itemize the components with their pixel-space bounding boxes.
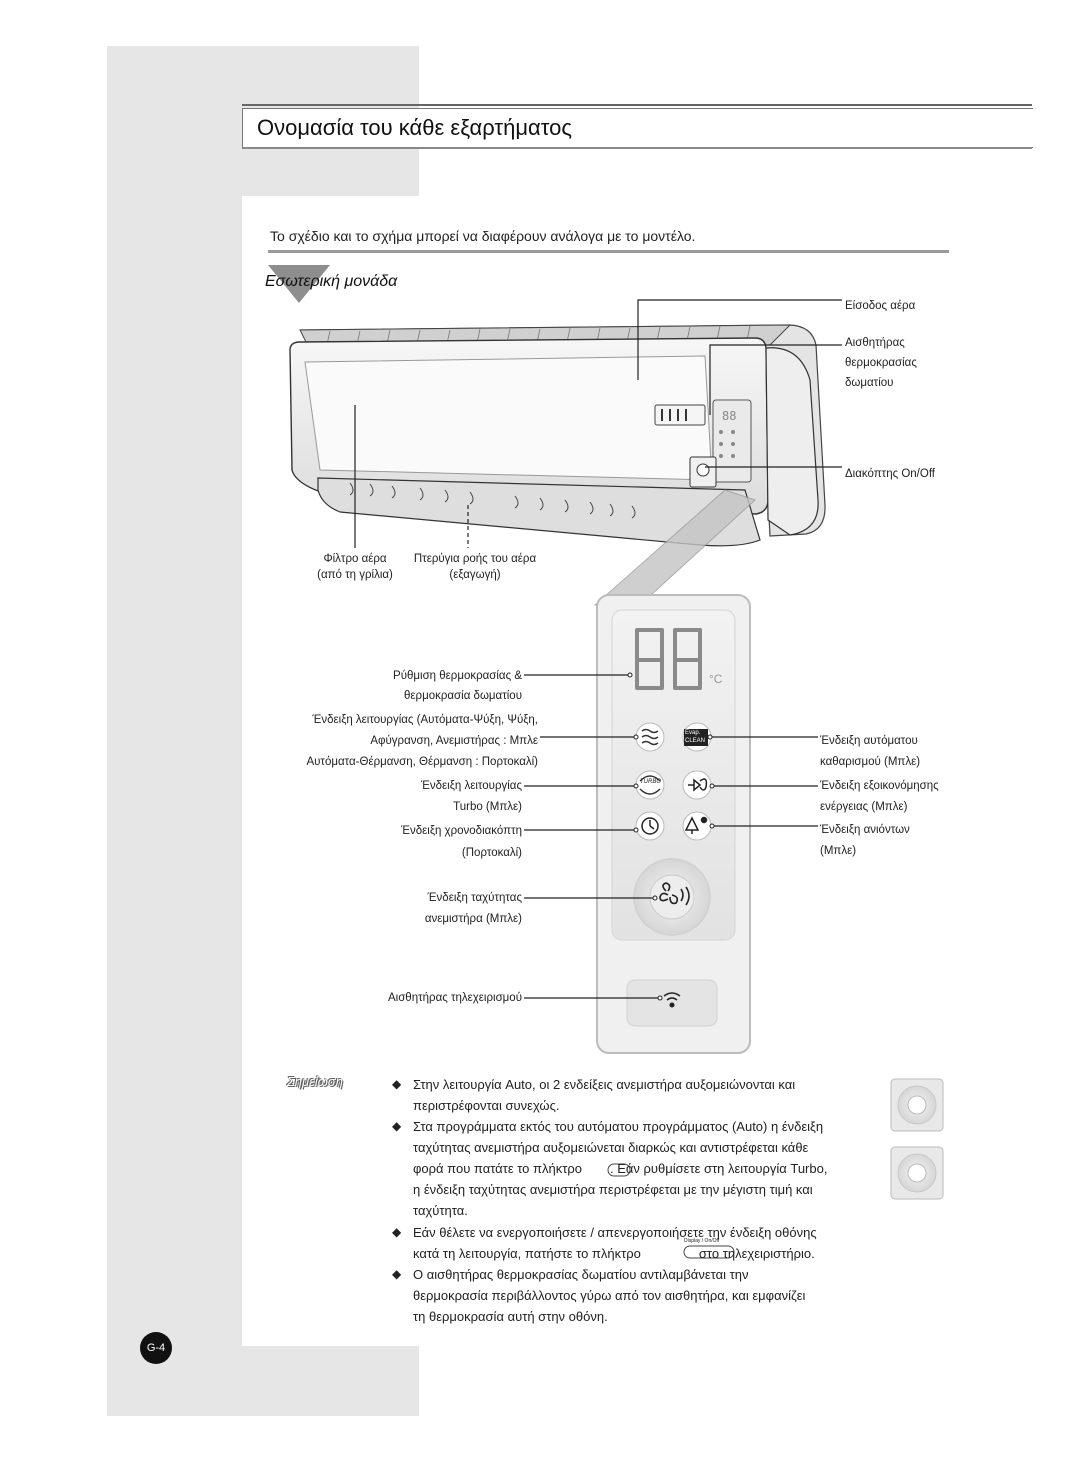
subtitle-note: Το σχέδιο και το σχήμα μπορεί να διαφέρο…: [270, 228, 696, 244]
label-fan-indicator: Ένδειξη ταχύτητας ανεμιστήρα (Μπλε): [424, 892, 522, 925]
display-button-caption: Display / On/Off: [684, 1238, 720, 1244]
label-temp-setting: Ρύθμιση θερμοκρασίας & θερμοκρασία δωματ…: [393, 670, 522, 702]
section-triangle: [268, 265, 330, 303]
label-ion: Ένδειξη ανιόντων (Μπλε): [820, 824, 910, 857]
indoor-unit-drawing: 88: [289, 324, 826, 547]
note-3: ◆ Εάν θέλετε να ενεργοποιήσετε / απενεργ…: [392, 1225, 817, 1261]
label-air-inlet: Είσοδος αέρα: [845, 300, 916, 312]
fan-speed-icon: [659, 882, 690, 906]
page-number: G-4: [140, 1332, 172, 1364]
display-panel-drawing: [596, 594, 751, 1054]
label-mode-indicator: Ένδειξη λειτουργίας (Αυτόματα-Ψύξη, Ψύξη…: [306, 714, 538, 768]
subtitle-rule: [268, 250, 949, 253]
svg-text:88: 88: [722, 409, 736, 423]
note-1: ◆ Στην λειτουργία Auto, οι 2 ενδείξεις α…: [392, 1077, 796, 1113]
note-heading: Σημείωση: [287, 1074, 343, 1089]
turbo-icon: [639, 775, 661, 782]
label-onoff-switch: Διακόπτης On/Off: [845, 468, 936, 480]
unit-leaders: [354, 299, 842, 548]
mode-icon: [641, 728, 659, 746]
label-air-filter: Φίλτρο αέρα (από τη γρίλια): [317, 553, 393, 581]
note-2: ◆ Στα προγράμματα εκτός του αυτόματου πρ…: [392, 1119, 828, 1218]
display-unit-degc: °C: [709, 672, 723, 686]
label-louvers: Πτερύγια ροής του αέρα (εξαγωγή): [413, 553, 537, 581]
timer-icon: [641, 817, 659, 835]
ion-icon: [684, 816, 708, 834]
label-energy-saving: Ένδειξη εξοικονόμησης ενέργειας (Μπλε): [820, 780, 939, 813]
label-room-sensor: Αισθητήρας θερμοκρασίας δωματίου: [845, 337, 917, 389]
note-4: ◆ Ο αισθητήρας θερμοκρασίας δωματίου αντ…: [392, 1267, 806, 1324]
title-rule: [242, 104, 1032, 106]
turbo-label: TURBO: [640, 779, 661, 785]
note-thumbnails: [890, 1078, 944, 1200]
fan-button-icon: [607, 1163, 631, 1177]
autoclean-icon: [684, 729, 708, 746]
section-heading: Εσωτερική μονάδα: [265, 273, 398, 290]
display-button-icon: [683, 1245, 735, 1259]
label-remote-sensor: Αισθητήρας τηλεχειρισμού: [387, 992, 522, 1004]
label-timer-indicator: Ένδειξη χρονοδιακόπτη (Πορτοκαλί): [400, 825, 522, 859]
label-turbo-indicator: Ένδειξη λειτουργίας Turbo (Μπλε): [420, 780, 522, 813]
label-autoclean: Ένδειξη αυτόματου καθαρισμού (Μπλε): [820, 735, 921, 768]
remote-sensor-icon: [663, 992, 681, 1008]
page-title: Ονομασία του κάθε εξαρτήματος: [257, 115, 572, 140]
title-rule-bottom: [242, 147, 1032, 149]
energy-saving-icon: [688, 778, 708, 792]
evap-label: Evap. CLEAN: [685, 730, 706, 744]
panel-leaders: [524, 674, 818, 999]
